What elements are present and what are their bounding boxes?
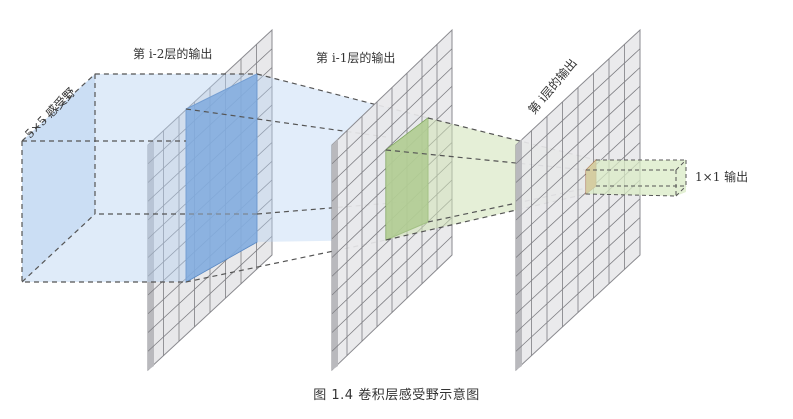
layer-i-1-label: 第 i-1层的输出 — [316, 50, 395, 65]
figure-caption: 图 1.4 卷积层感受野示意图 — [313, 388, 480, 403]
receptive-field-volume — [21, 73, 257, 283]
grid-line — [515, 48, 641, 165]
layer-i-2-receptive-patch — [185, 73, 258, 283]
grid-line — [515, 123, 641, 240]
grid-line — [515, 85, 641, 202]
output-label: 1×1 输出 — [695, 169, 748, 184]
grid-line — [515, 198, 641, 315]
grid-line — [331, 217, 453, 333]
grid-line — [515, 104, 641, 221]
grid-line — [515, 217, 641, 333]
grid-line — [331, 67, 453, 183]
grid-line — [515, 235, 641, 352]
layer-i-feature-map — [515, 28, 641, 372]
grid-line — [331, 48, 453, 165]
grid-line — [515, 67, 641, 183]
grid-line — [147, 235, 273, 352]
grid-line — [331, 235, 453, 352]
output-1x1-volume — [585, 159, 687, 197]
grid-line — [515, 179, 641, 296]
grid-line — [331, 85, 453, 202]
layer-i-2-label: 第 i-2层的输出 — [133, 46, 212, 61]
